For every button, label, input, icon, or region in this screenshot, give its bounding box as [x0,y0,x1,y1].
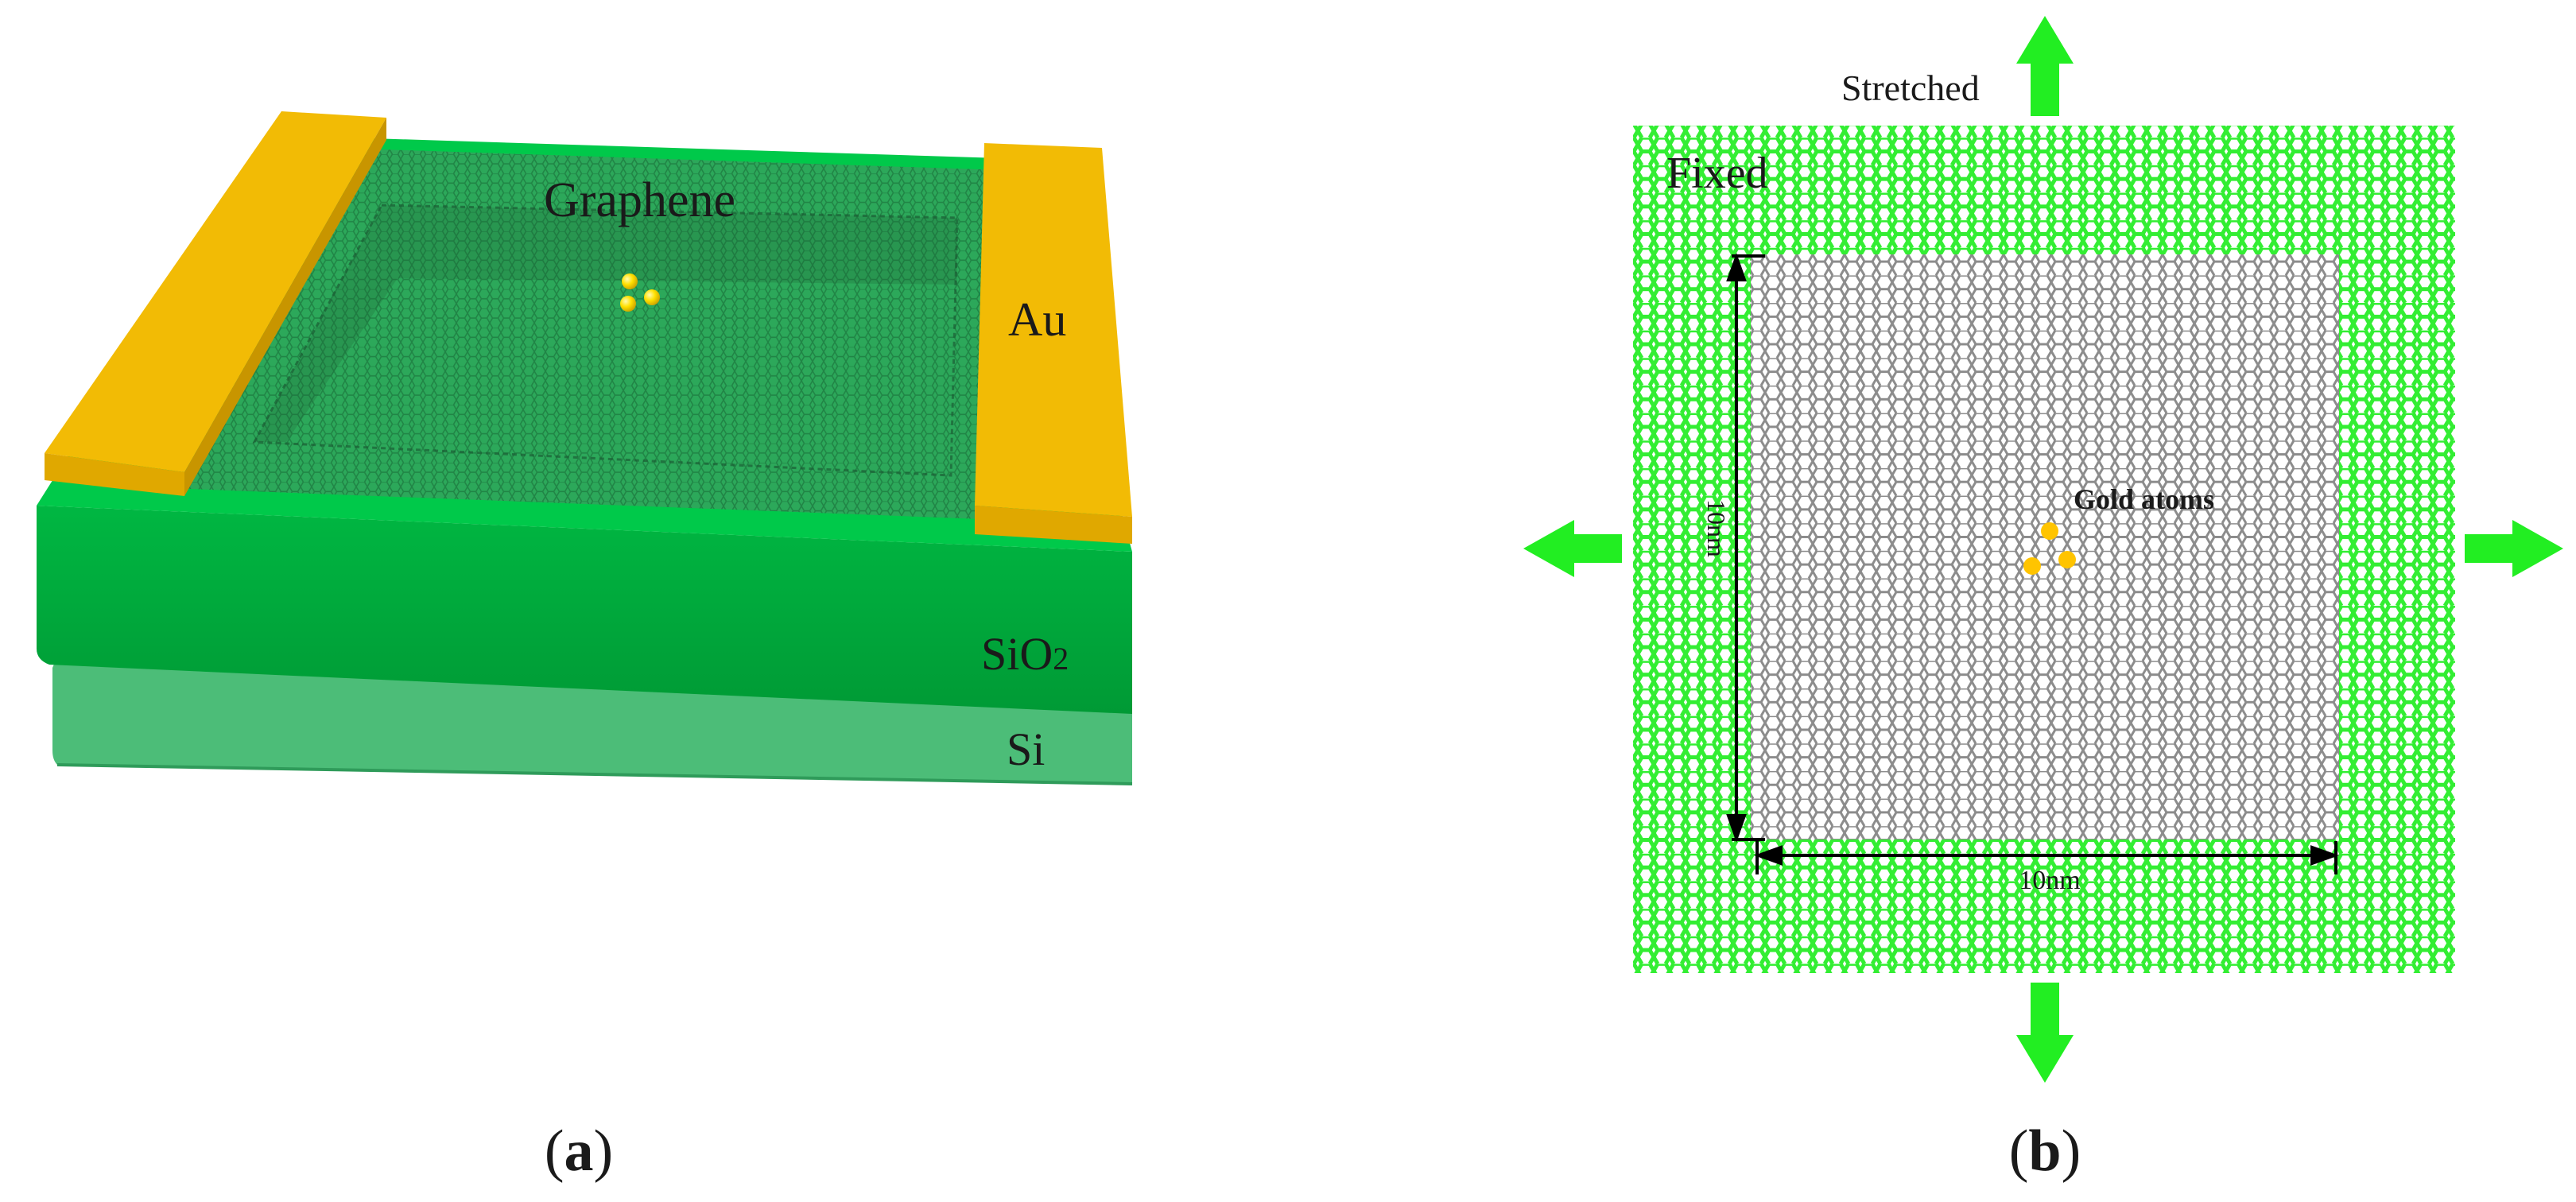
horizontal-dimension-label: 10nm [2019,866,2080,895]
arrow-left-icon [1523,520,1622,577]
graphene-inner-frame [252,204,959,477]
arrow-right-icon [2465,520,2563,577]
sio2-front-face [37,506,1132,714]
au-electrode-right-front [975,506,1132,544]
caption-a-open: ( [545,1119,564,1184]
graphene-shadow [254,205,957,442]
caption-b-close: ) [2062,1119,2081,1184]
caption-b-letter: b [2028,1119,2061,1184]
sio2-label: SiO2 [981,628,1069,680]
graphene-lattice [169,148,1003,520]
vertical-dimension-label: 10nm [1702,499,1731,557]
arrow-up-icon [2016,16,2074,116]
graphene-label: Graphene [544,173,735,227]
au-electrode-left-top [45,111,386,472]
au-electrode-right-top [975,143,1132,517]
au-electrode-left-front [45,453,184,496]
si-label: Si [1007,723,1045,775]
fixed-label: Fixed [1666,149,1768,198]
caption-b: (b) [2009,1119,2081,1184]
horizontal-dimension-line [1754,841,2339,874]
caption-a: (a) [545,1119,613,1184]
gold-atoms-label: Gold atoms [2074,483,2214,515]
panel-a-device-illustration: Graphene Au SiO2 Si (a) [37,111,1133,1184]
gold-atom-b-3 [2058,551,2076,568]
gold-atom-b-2 [2023,557,2041,575]
si-substrate-edge [56,763,1133,785]
stretched-region-lattice [1751,254,2339,839]
caption-a-letter: a [564,1119,594,1184]
caption-b-open: ( [2009,1119,2029,1184]
sio2-label-main: SiO [981,628,1053,680]
vertical-dimension-line [1726,253,1765,843]
au-label: Au [1008,293,1066,346]
panel-b-simulation-model: Stretched Fixed Gold atoms 10nm 10nm (b) [1523,16,2563,1184]
gold-atom-b-1 [2041,522,2058,540]
sio2-label-subscript: 2 [1053,641,1069,677]
gold-atom-1 [622,273,638,289]
caption-a-close: ) [594,1119,614,1184]
gold-atom-3 [620,296,636,312]
gold-atom-2 [644,289,660,305]
stretched-label: Stretched [1841,68,1980,108]
au-electrode-left-side [184,118,386,496]
arrow-down-icon [2016,983,2074,1083]
